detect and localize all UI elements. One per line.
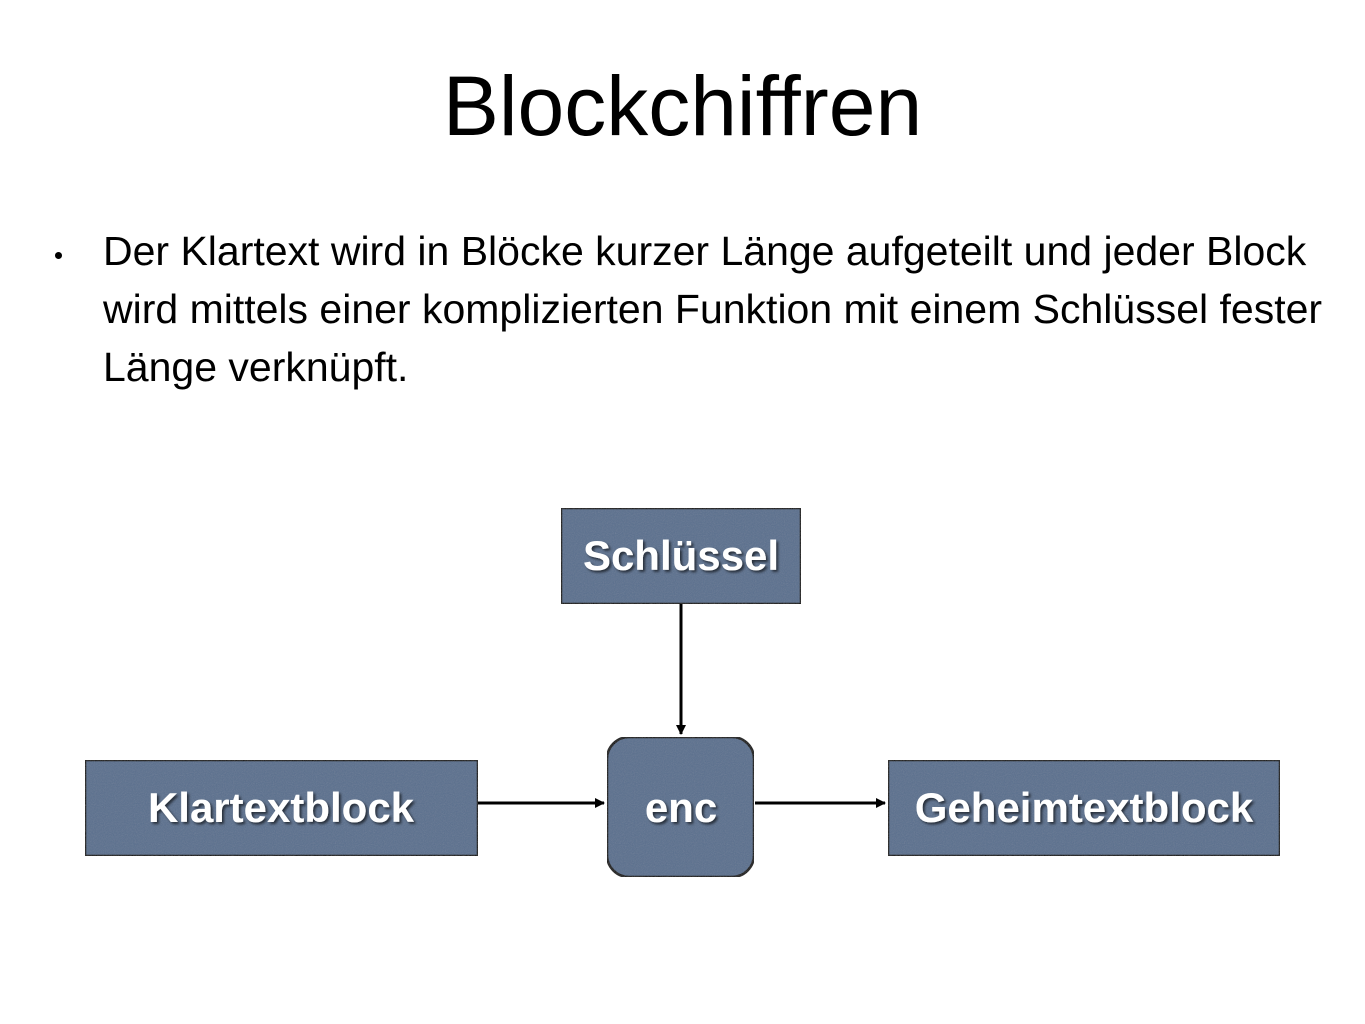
key-label: Schlüssel (583, 532, 779, 579)
key-box: Schlüssel (559, 506, 803, 606)
bullet-dot-icon (55, 252, 62, 259)
bullet-text: Der Klartext wird in Blöcke kurzer Länge… (103, 228, 1323, 390)
enc-box: enc (605, 735, 756, 879)
slide-title: Blockchiffren (442, 59, 923, 153)
plaintext-box: Klartextblock (83, 758, 480, 858)
enc-label: enc (645, 784, 717, 831)
plaintext-label: Klartextblock (148, 784, 415, 831)
ciphertext-label: Geheimtextblock (915, 784, 1254, 831)
ciphertext-box: Geheimtextblock (886, 758, 1282, 858)
